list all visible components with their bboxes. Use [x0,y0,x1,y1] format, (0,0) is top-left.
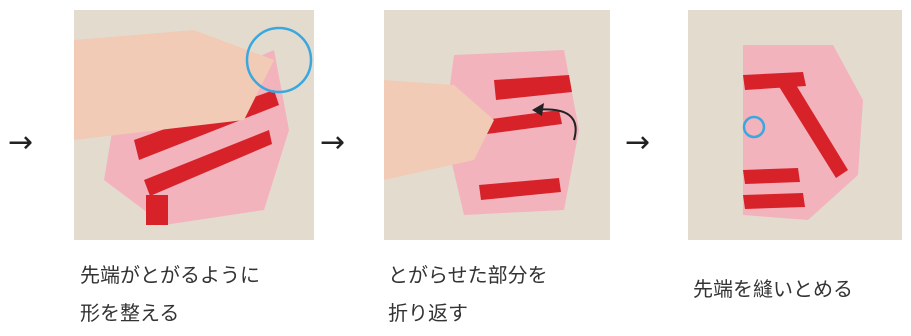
step1-caption-line1: 先端がとがるように [80,263,260,287]
step1-photo [74,10,314,240]
step2-arrow: → [320,125,346,160]
step2-caption: とがらせた部分を 折り返す [388,256,548,332]
step2-caption-line2: 折り返す [388,301,468,325]
step1-arrow: → [8,125,34,160]
step2-photo [384,10,610,240]
step1-caption: 先端がとがるように 形を整える [80,256,260,332]
step3-arrow: → [625,125,651,160]
step1-caption-line2: 形を整える [80,301,180,325]
step2-caption-line1: とがらせた部分を [388,263,548,287]
step3-caption-line1: 先端を縫いとめる [693,277,853,301]
step3-caption: 先端を縫いとめる [693,270,853,308]
step3-photo [688,10,902,240]
